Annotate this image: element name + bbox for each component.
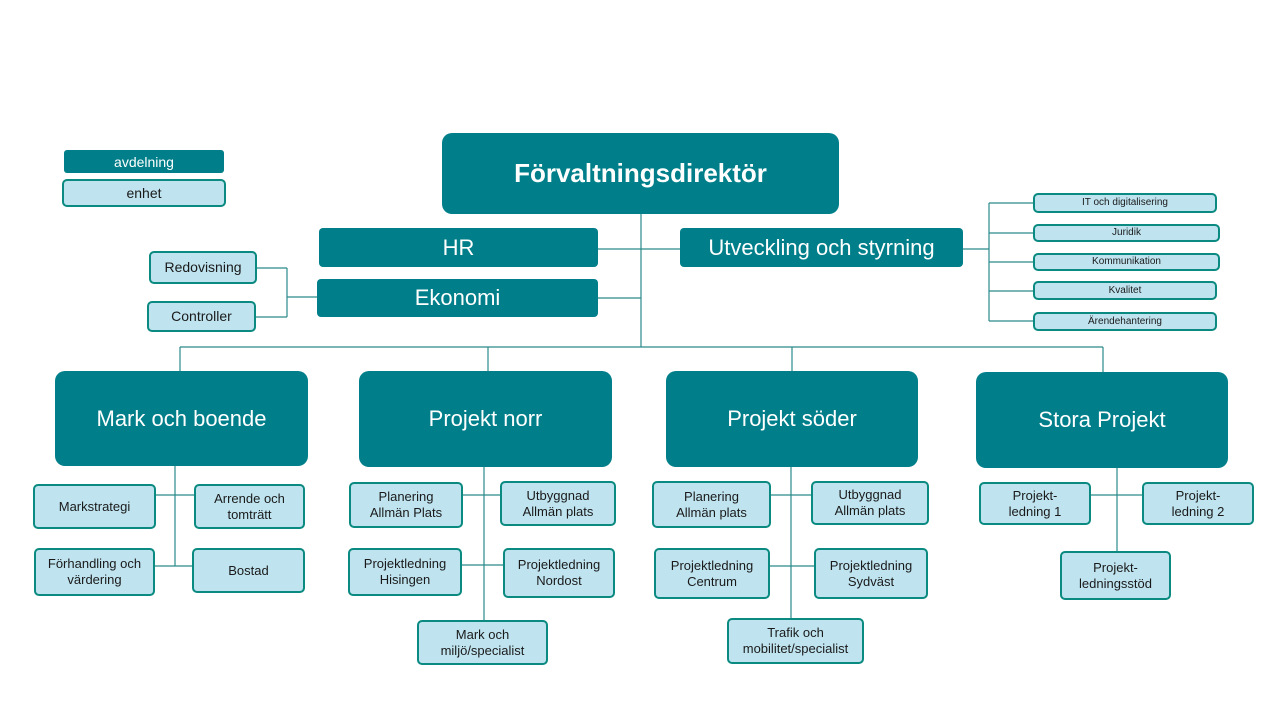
legend-department: avdelning xyxy=(64,150,224,173)
dept-stora-projekt: Stora Projekt xyxy=(976,372,1228,468)
unit-redovisning: Redovisning xyxy=(149,251,257,284)
unit-projektledning-1: Projekt- ledning 1 xyxy=(979,482,1091,525)
unit-kvalitet: Kvalitet xyxy=(1033,281,1217,300)
unit-projektledning-2: Projekt- ledning 2 xyxy=(1142,482,1254,525)
unit-planering-norr: Planering Allmän Plats xyxy=(349,482,463,528)
unit-bostad: Bostad xyxy=(192,548,305,593)
unit-forhandling: Förhandling och värdering xyxy=(34,548,155,596)
director-box: Förvaltningsdirektör xyxy=(442,133,839,214)
unit-mark-miljo: Mark och miljö/specialist xyxy=(417,620,548,665)
unit-projektledningsstod: Projekt- ledningsstöd xyxy=(1060,551,1171,600)
unit-controller: Controller xyxy=(147,301,256,332)
unit-pl-sydvast: Projektledning Sydväst xyxy=(814,548,928,599)
utveckling-box: Utveckling och styrning xyxy=(680,228,963,267)
dept-mark-och-boende: Mark och boende xyxy=(55,371,308,466)
unit-markstrategi: Markstrategi xyxy=(33,484,156,529)
dept-projekt-norr: Projekt norr xyxy=(359,371,612,467)
unit-utbyggnad-norr: Utbyggnad Allmän plats xyxy=(500,481,616,526)
unit-planering-soder: Planering Allmän plats xyxy=(652,481,771,528)
unit-juridik: Juridik xyxy=(1033,224,1220,242)
legend-unit: enhet xyxy=(62,179,226,207)
ekonomi-box: Ekonomi xyxy=(317,279,598,317)
unit-trafik: Trafik och mobilitet/specialist xyxy=(727,618,864,664)
hr-box: HR xyxy=(319,228,598,267)
unit-pl-nordost: Projektledning Nordost xyxy=(503,548,615,598)
unit-pl-centrum: Projektledning Centrum xyxy=(654,548,770,599)
unit-arrende: Arrende och tomträtt xyxy=(194,484,305,529)
unit-it: IT och digitalisering xyxy=(1033,193,1217,213)
unit-kommunikation: Kommunikation xyxy=(1033,253,1220,271)
dept-projekt-soder: Projekt söder xyxy=(666,371,918,467)
unit-arendehantering: Ärendehantering xyxy=(1033,312,1217,331)
unit-utbyggnad-soder: Utbyggnad Allmän plats xyxy=(811,481,929,525)
unit-pl-hisingen: Projektledning Hisingen xyxy=(348,548,462,596)
